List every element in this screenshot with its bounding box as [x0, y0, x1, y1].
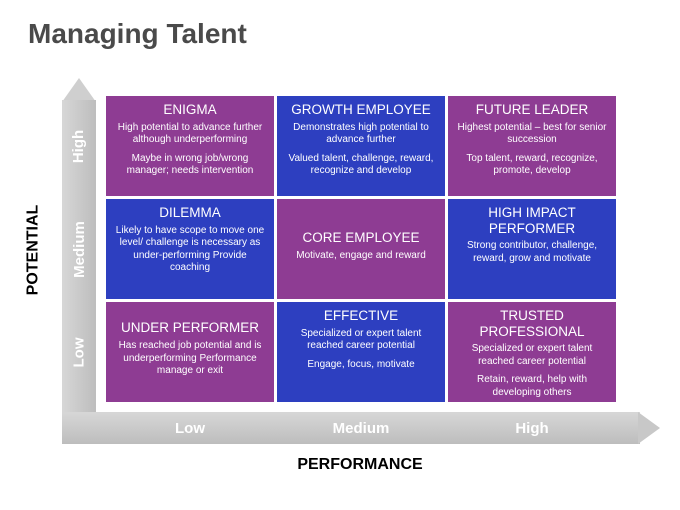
cell-text: Valued talent, challenge, reward, recogn…	[288, 152, 434, 177]
page-title: Managing Talent	[28, 18, 247, 49]
cell-text: Engage, focus, motivate	[307, 358, 415, 370]
y-level-high: High	[62, 96, 96, 196]
cell-title: HIGH IMPACT PERFORMER	[488, 205, 576, 236]
y-level-low-label: Low	[70, 337, 88, 367]
cell-under-performer: UNDER PERFORMER Has reached job potentia…	[106, 302, 274, 402]
cell-growth-employee: GROWTH EMPLOYEE Demonstrates high potent…	[277, 96, 445, 196]
cell-title: DILEMMA	[159, 205, 221, 220]
cell-effective: EFFECTIVE Specialized or expert talent r…	[277, 302, 445, 402]
cell-text: Demonstrates high potential to advance f…	[293, 121, 429, 146]
y-level-low: Low	[62, 302, 96, 402]
cell-text: Specialized or expert talent reached car…	[471, 343, 593, 367]
x-level-high: High	[515, 419, 549, 437]
y-axis-title: POTENTIAL	[18, 185, 48, 315]
cell-trusted-professional: TRUSTED PROFESSIONAL Specialized or expe…	[448, 302, 616, 402]
y-level-medium: Medium	[62, 199, 96, 299]
cell-title: GROWTH EMPLOYEE	[291, 102, 431, 117]
cell-text: Likely to have scope to move one level/ …	[115, 224, 265, 274]
cell-title: TRUSTED PROFESSIONAL	[479, 308, 585, 339]
cell-text: Motivate, engage and reward	[296, 249, 426, 261]
cell-dilemma: DILEMMA Likely to have scope to move one…	[106, 199, 274, 299]
cell-text: Specialized or expert talent reached car…	[300, 327, 422, 352]
y-level-high-label: High	[70, 129, 88, 163]
cell-title: CORE EMPLOYEE	[302, 229, 420, 245]
performance-arrow	[62, 412, 640, 444]
cell-text: Has reached job potential and is underpe…	[118, 340, 262, 376]
cell-text: Top talent, reward, recognize, promote, …	[466, 152, 598, 177]
x-level-medium: Medium	[332, 419, 390, 437]
potential-arrow	[62, 100, 96, 430]
cell-enigma: ENIGMA High potential to advance further…	[106, 96, 274, 196]
cell-text: Maybe in wrong job/wrong manager; needs …	[126, 152, 254, 177]
cell-high-impact-performer: HIGH IMPACT PERFORMER Strong contributor…	[448, 199, 616, 299]
cell-title: EFFECTIVE	[323, 308, 399, 323]
potential-arrow-head	[62, 78, 96, 102]
cell-text: Highest potential – best for senior succ…	[457, 121, 607, 146]
cell-future-leader: FUTURE LEADER Highest potential – best f…	[448, 96, 616, 196]
y-axis-title-text: POTENTIAL	[24, 204, 42, 296]
x-axis-title: PERFORMANCE	[297, 456, 423, 473]
talent-grid: ENIGMA High potential to advance further…	[106, 96, 616, 402]
cell-title: ENIGMA	[163, 102, 217, 117]
cell-text: Retain, reward, help with developing oth…	[476, 374, 588, 398]
x-level-low: Low	[175, 419, 205, 437]
y-level-medium-label: Medium	[70, 220, 88, 278]
performance-arrow-head	[638, 412, 660, 444]
cell-text: High potential to advance further althou…	[117, 121, 263, 146]
cell-text: Strong contributor, challenge, reward, g…	[466, 240, 598, 264]
cell-core-employee: CORE EMPLOYEE Motivate, engage and rewar…	[277, 199, 445, 299]
cell-title: UNDER PERFORMER	[120, 320, 259, 336]
cell-title: FUTURE LEADER	[475, 102, 589, 117]
